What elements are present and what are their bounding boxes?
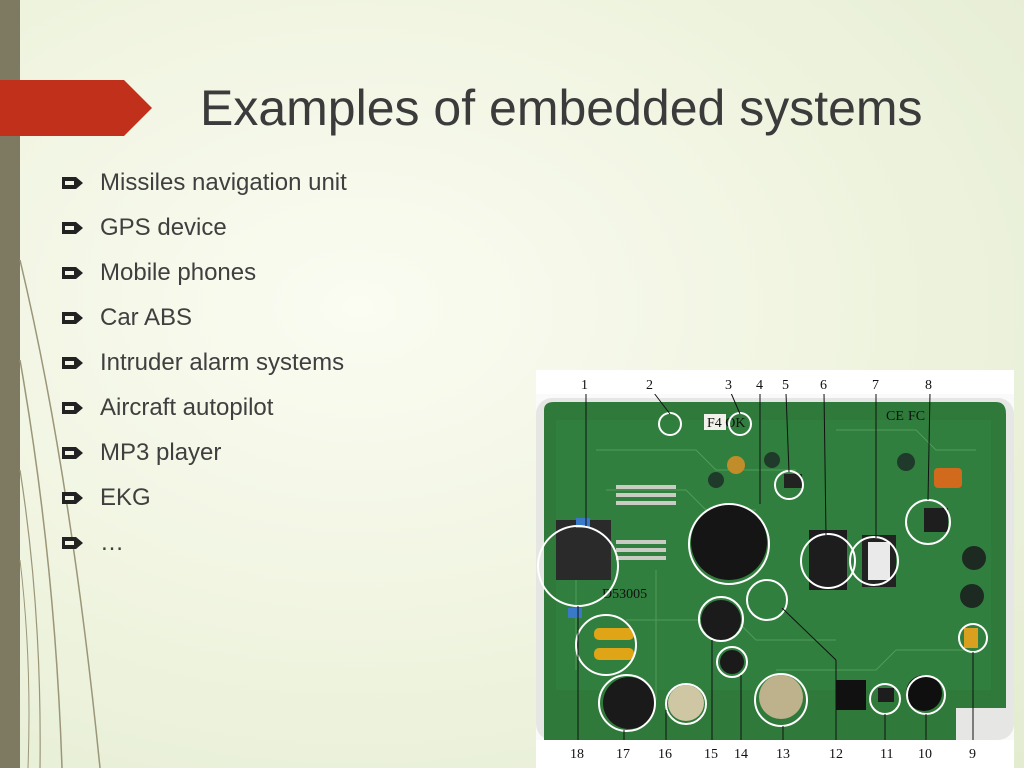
callout-label: 13 xyxy=(776,747,790,762)
callout-label: 18 xyxy=(570,747,584,762)
callout-label: 7 xyxy=(872,378,879,393)
callout-label: 4 xyxy=(756,378,763,393)
bullet-text: GPS device xyxy=(100,213,227,241)
title-arrow-shape xyxy=(0,80,152,136)
callout-label: 8 xyxy=(925,378,932,393)
pencil-icon xyxy=(62,491,83,504)
board-marking: CE xyxy=(886,409,904,424)
callout-label: 11 xyxy=(880,747,893,762)
pencil-icon xyxy=(62,176,83,189)
callout-label: 6 xyxy=(820,378,827,393)
bullet-list: Missiles navigation unit GPS device Mobi… xyxy=(62,160,347,565)
circuit-board-photo: F4 OK CE FC D53005 xyxy=(536,370,1014,768)
bullet-item: Car ABS xyxy=(62,295,347,340)
callout-label: 5 xyxy=(782,378,789,393)
board-marking: D53005 xyxy=(602,587,647,602)
callout-label: 16 xyxy=(658,747,672,762)
bullet-item: Aircraft autopilot xyxy=(62,385,347,430)
bullet-item: Missiles navigation unit xyxy=(62,160,347,205)
bullet-text: Aircraft autopilot xyxy=(100,393,274,421)
bullet-text: Missiles navigation unit xyxy=(100,168,347,196)
bullet-text: … xyxy=(100,528,124,556)
callout-label: 15 xyxy=(704,747,718,762)
callout-label: 12 xyxy=(829,747,843,762)
bullet-item: Mobile phones xyxy=(62,250,347,295)
pencil-icon xyxy=(62,446,83,459)
bullet-text: Mobile phones xyxy=(100,258,257,286)
bullet-item: GPS device xyxy=(62,205,347,250)
bullet-item: MP3 player xyxy=(62,430,347,475)
bullet-text: MP3 player xyxy=(100,438,222,466)
board-marking: F4 OK xyxy=(707,416,746,431)
bullet-text: Intruder alarm systems xyxy=(100,348,345,376)
pencil-icon xyxy=(62,311,83,324)
callout-label: 3 xyxy=(725,378,732,393)
slide-title: Examples of embedded systems xyxy=(200,80,923,136)
callout-label: 14 xyxy=(734,747,748,762)
callout-label: 1 xyxy=(581,378,588,393)
callout-label: 10 xyxy=(918,747,932,762)
pencil-icon xyxy=(62,266,83,279)
bullet-item: … xyxy=(62,520,347,565)
bullet-text: Car ABS xyxy=(100,303,193,331)
bullet-item: EKG xyxy=(62,475,347,520)
pencil-icon xyxy=(62,356,83,369)
board-marking: FC xyxy=(908,409,925,424)
callout-label: 17 xyxy=(616,747,630,762)
callout-label: 9 xyxy=(969,747,976,762)
bullet-text: EKG xyxy=(100,483,151,511)
left-accent-bar xyxy=(0,0,20,768)
bullet-item: Intruder alarm systems xyxy=(62,340,347,385)
pencil-icon xyxy=(62,536,83,549)
circuit-board-illustration: F4 OK CE FC D53005 xyxy=(536,370,1014,768)
pencil-icon xyxy=(62,401,83,414)
callout-label: 2 xyxy=(646,378,653,393)
pencil-icon xyxy=(62,221,83,234)
